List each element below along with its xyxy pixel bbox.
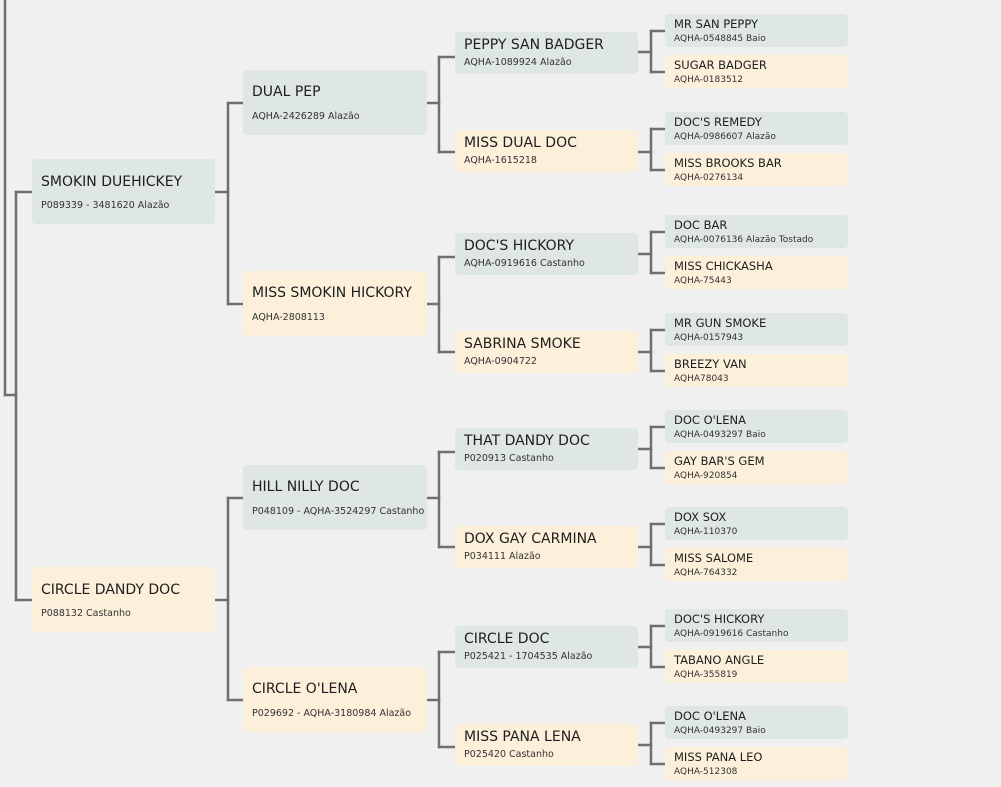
- pedigree-node-dam-dam-dam[interactable]: MISS PANA LENA P025420 Castanho: [455, 724, 638, 766]
- horse-name: DOX GAY CARMINA: [464, 531, 597, 547]
- pedigree-node-dam-sire-dam-sire[interactable]: DOX SOX AQHA-110370: [665, 507, 848, 540]
- horse-registration: P029692 - AQHA-3180984 Alazão: [252, 708, 412, 719]
- pedigree-node-dam-dam[interactable]: CIRCLE O'LENA P029692 - AQHA-3180984 Ala…: [243, 667, 427, 732]
- pedigree-node-dam-dam-dam-sire[interactable]: DOC O'LENA AQHA-0493297 Baio: [665, 706, 848, 739]
- pedigree-node-sire-sire-dam[interactable]: MISS DUAL DOC AQHA-1615218: [455, 130, 638, 172]
- horse-name: SABRINA SMOKE: [464, 336, 581, 352]
- pedigree-node-sire-dam-sire[interactable]: DOC'S HICKORY AQHA-0919616 Castanho: [455, 233, 638, 275]
- horse-name: TABANO ANGLE: [674, 653, 765, 667]
- pedigree-node-dam-sire-sire-dam[interactable]: GAY BAR'S GEM AQHA-920854: [665, 451, 848, 484]
- horse-registration: AQHA-355819: [674, 670, 738, 680]
- pedigree-node-dam-dam-sire[interactable]: CIRCLE DOC P025421 - 1704535 Alazão: [455, 626, 638, 668]
- horse-name: DOX SOX: [674, 510, 727, 524]
- horse-registration: AQHA-2426289 Alazão: [252, 111, 360, 122]
- pedigree-node-sire-dam-sire-dam[interactable]: MISS CHICKASHA AQHA-75443: [665, 256, 848, 289]
- horse-name: CIRCLE O'LENA: [252, 681, 358, 697]
- horse-registration: AQHA-0493297 Baio: [674, 726, 766, 736]
- horse-registration: AQHA-2808113: [252, 312, 325, 323]
- horse-name: MISS DUAL DOC: [464, 135, 577, 151]
- pedigree-node-sire-sire-sire-sire[interactable]: MR SAN PEPPY AQHA-0548845 Baio: [665, 14, 848, 47]
- horse-registration: AQHA-0157943: [674, 333, 744, 343]
- horse-registration: AQHA-0986607 Alazão: [674, 132, 776, 142]
- horse-registration: AQHA-110370: [674, 527, 738, 537]
- horse-registration: P025420 Castanho: [464, 749, 554, 760]
- horse-name: DOC'S REMEDY: [674, 115, 762, 129]
- horse-registration: AQHA-0076136 Alazão Tostado: [674, 235, 814, 245]
- horse-name: DOC BAR: [674, 218, 728, 232]
- horse-registration: AQHA78043: [674, 374, 729, 384]
- pedigree-node-dam-sire-dam-dam[interactable]: MISS SALOME AQHA-764332: [665, 548, 848, 581]
- horse-registration: AQHA-1089924 Alazão: [464, 57, 572, 68]
- pedigree-node-sire-sire-dam-dam[interactable]: MISS BROOKS BAR AQHA-0276134: [665, 153, 848, 186]
- horse-registration: P034111 Alazão: [464, 551, 541, 562]
- horse-registration: AQHA-0904722: [464, 356, 537, 367]
- pedigree-node-dam-sire-sire[interactable]: THAT DANDY DOC P020913 Castanho: [455, 428, 638, 470]
- pedigree-node-dam-dam-sire-sire[interactable]: DOC'S HICKORY AQHA-0919616 Castanho: [665, 609, 848, 642]
- horse-name: MISS CHICKASHA: [674, 259, 773, 273]
- horse-registration: AQHA-0919616 Castanho: [464, 258, 585, 269]
- pedigree-node-dam-sire[interactable]: HILL NILLY DOC P048109 - AQHA-3524297 Ca…: [243, 465, 427, 530]
- pedigree-node-dam-dam-dam-dam[interactable]: MISS PANA LEO AQHA-512308: [665, 747, 848, 780]
- horse-name: DOC O'LENA: [674, 413, 746, 427]
- pedigree-node-dam-sire-dam[interactable]: DOX GAY CARMINA P034111 Alazão: [455, 526, 638, 568]
- horse-name: MISS SMOKIN HICKORY: [252, 285, 412, 301]
- pedigree-node-sire-dam-sire-sire[interactable]: DOC BAR AQHA-0076136 Alazão Tostado: [665, 215, 848, 248]
- horse-name: MR SAN PEPPY: [674, 17, 759, 31]
- horse-registration: AQHA-0548845 Baio: [674, 34, 766, 44]
- horse-name: SUGAR BADGER: [674, 58, 767, 72]
- horse-name: MR GUN SMOKE: [674, 316, 767, 330]
- horse-registration: AQHA-764332: [674, 568, 738, 578]
- horse-name: BREEZY VAN: [674, 357, 747, 371]
- horse-name: HILL NILLY DOC: [252, 479, 360, 495]
- horse-name: DOC O'LENA: [674, 709, 746, 723]
- pedigree-node-sire[interactable]: SMOKIN DUEHICKEY P089339 - 3481620 Alazã…: [32, 159, 215, 224]
- horse-name: DOC'S HICKORY: [674, 612, 765, 626]
- pedigree-node-sire-dam[interactable]: MISS SMOKIN HICKORY AQHA-2808113: [243, 271, 427, 336]
- horse-name: MISS SALOME: [674, 551, 754, 565]
- pedigree-node-sire-sire-dam-sire[interactable]: DOC'S REMEDY AQHA-0986607 Alazão: [665, 112, 848, 145]
- horse-name: DUAL PEP: [252, 84, 321, 100]
- pedigree-node-dam-dam-sire-dam[interactable]: TABANO ANGLE AQHA-355819: [665, 650, 848, 683]
- horse-registration: P048109 - AQHA-3524297 Castanho: [252, 506, 425, 517]
- horse-name: MISS PANA LEO: [674, 750, 763, 764]
- horse-name: PEPPY SAN BADGER: [464, 37, 604, 53]
- horse-name: THAT DANDY DOC: [464, 433, 590, 449]
- pedigree-node-sire-dam-dam-sire[interactable]: MR GUN SMOKE AQHA-0157943: [665, 313, 848, 346]
- pedigree-node-dam-sire-sire-sire[interactable]: DOC O'LENA AQHA-0493297 Baio: [665, 410, 848, 443]
- pedigree-node-dam[interactable]: CIRCLE DANDY DOC P088132 Castanho: [32, 567, 215, 632]
- pedigree-node-sire-dam-dam[interactable]: SABRINA SMOKE AQHA-0904722: [455, 331, 638, 373]
- horse-registration: AQHA-1615218: [464, 155, 537, 166]
- horse-registration: AQHA-0276134: [674, 173, 744, 183]
- horse-name: GAY BAR'S GEM: [674, 454, 765, 468]
- horse-registration: AQHA-512308: [674, 767, 738, 777]
- horse-name: SMOKIN DUEHICKEY: [41, 174, 183, 190]
- horse-name: CIRCLE DOC: [464, 631, 550, 647]
- horse-name: CIRCLE DANDY DOC: [41, 582, 180, 598]
- horse-registration: AQHA-75443: [674, 276, 732, 286]
- horse-registration: AQHA-920854: [674, 471, 738, 481]
- horse-registration: P089339 - 3481620 Alazão: [41, 200, 170, 211]
- horse-registration: P025421 - 1704535 Alazão: [464, 651, 593, 662]
- horse-registration: AQHA-0919616 Castanho: [674, 629, 789, 639]
- horse-registration: P088132 Castanho: [41, 608, 131, 619]
- horse-name: MISS PANA LENA: [464, 729, 581, 745]
- pedigree-node-sire-sire[interactable]: DUAL PEP AQHA-2426289 Alazão: [243, 70, 427, 135]
- pedigree-node-sire-sire-sire[interactable]: PEPPY SAN BADGER AQHA-1089924 Alazão: [455, 32, 638, 74]
- pedigree-node-sire-dam-dam-dam[interactable]: BREEZY VAN AQHA78043: [665, 354, 848, 387]
- horse-registration: AQHA-0183512: [674, 75, 744, 85]
- horse-name: MISS BROOKS BAR: [674, 156, 782, 170]
- horse-registration: P020913 Castanho: [464, 453, 554, 464]
- pedigree-node-sire-sire-sire-dam[interactable]: SUGAR BADGER AQHA-0183512: [665, 55, 848, 88]
- horse-registration: AQHA-0493297 Baio: [674, 430, 766, 440]
- horse-name: DOC'S HICKORY: [464, 238, 575, 254]
